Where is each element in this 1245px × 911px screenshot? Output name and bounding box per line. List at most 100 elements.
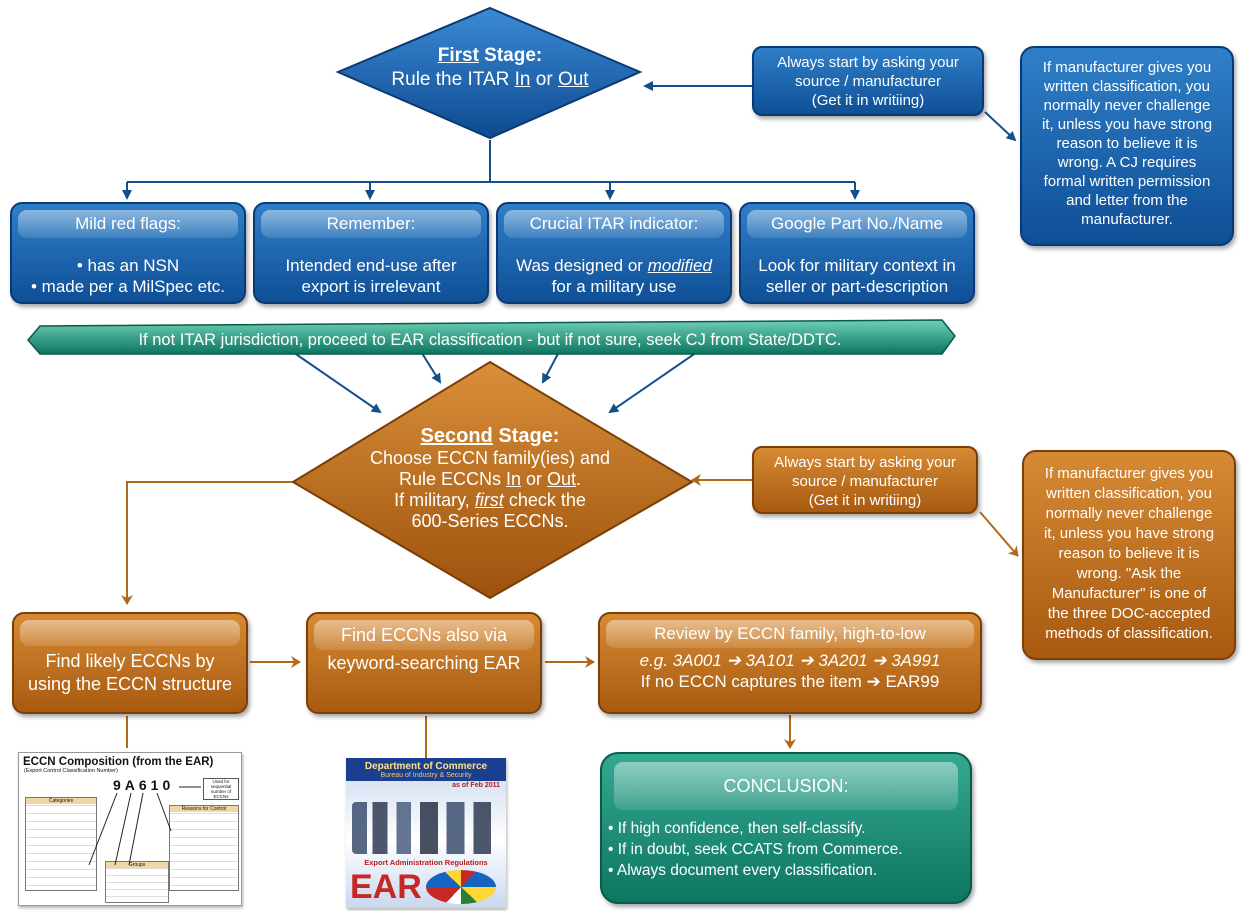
first-source-line2: source / manufacturer xyxy=(795,73,941,90)
first-manufacturer-note: If manufacturer gives you written classi… xyxy=(1020,46,1234,246)
second-stage-out: Out xyxy=(547,469,577,489)
first-note-line9: manufacturer. xyxy=(1081,211,1173,228)
google-title: Google Part No./Name xyxy=(747,210,967,238)
first-note-line3: normally never challenge xyxy=(1043,97,1211,114)
ear-cover-bureau: Bureau of Industry & Security xyxy=(380,772,472,779)
red-flags-line1: • has an NSN xyxy=(76,256,180,275)
second-stage-line4: 600-Series ECCNs. xyxy=(411,511,569,531)
review-box: Review by ECCN family, high-to-low e.g. … xyxy=(598,612,982,714)
remember-box: Remember: Intended end-use after export … xyxy=(253,202,489,304)
first-stage-rule: Rule the ITAR xyxy=(391,69,515,90)
first-stage-connectors xyxy=(122,81,1017,414)
remember-title: Remember: xyxy=(261,210,481,238)
eccn-used-for-box: Used for sequential number of ECCNs xyxy=(203,778,239,800)
eccn-reasons-table: Reasons for Control xyxy=(169,805,239,891)
ear-cover-header: Department of Commerce Bureau of Industr… xyxy=(346,758,506,781)
conclusion-title: CONCLUSION: xyxy=(614,762,958,810)
find-keyword-line1: Find ECCNs also via xyxy=(314,620,534,650)
ear-banner-text: If not ITAR jurisdiction, proceed to EAR… xyxy=(138,331,842,349)
first-stage-label: First Stage: Rule the ITAR In or Out xyxy=(360,44,620,92)
second-source-line1: Always start by asking your xyxy=(774,454,956,471)
eccn-image-title: ECCN Composition (from the EAR) xyxy=(23,756,214,768)
second-stage-label: Second Stage: Choose ECCN family(ies) an… xyxy=(340,424,640,532)
eccn-composition-image: ECCN Composition (from the EAR) (Export … xyxy=(18,752,242,906)
second-source-box: Always start by asking your source / man… xyxy=(752,446,978,514)
first-stage-title-bold: First xyxy=(437,45,479,66)
red-flags-box: Mild red flags: • has an NSN • made per … xyxy=(10,202,246,304)
first-stage-title-rest: Stage: xyxy=(478,45,543,66)
second-stage-connectors xyxy=(121,474,1019,758)
red-flags-line2: • made per a MilSpec etc. xyxy=(31,277,225,296)
crucial-line1-pre: Was designed or xyxy=(516,256,648,275)
eccn-used-for: Used for sequential number of ECCNs xyxy=(210,779,232,799)
review-line1: Review by ECCN family, high-to-low xyxy=(606,620,974,648)
eccn-categories-header: Categories xyxy=(26,798,96,804)
first-note-line6: wrong. A CJ requires xyxy=(1057,154,1197,171)
second-stage-line3-post: check the xyxy=(503,490,586,510)
second-stage-line3-pre: If military, xyxy=(394,490,475,510)
ear-cover-date: as of Feb 2011 xyxy=(452,782,500,789)
second-source-line2: source / manufacturer xyxy=(792,473,938,490)
second-stage-title-bold: Second xyxy=(420,425,493,447)
red-flags-title: Mild red flags: xyxy=(18,210,238,238)
first-source-line3: (Get it in writiing) xyxy=(811,92,925,109)
review-line2: e.g. 3A001 ➔ 3A101 ➔ 3A201 ➔ 3A991 xyxy=(639,651,941,670)
first-stage-out: Out xyxy=(557,69,589,90)
first-note-line2: written classification, you xyxy=(1044,78,1210,95)
conclusion-box: CONCLUSION: • If high confidence, then s… xyxy=(600,752,972,904)
remember-line1: Intended end-use after xyxy=(285,256,457,275)
second-stage-or: or xyxy=(521,469,548,489)
eccn-image-code: 9A610 xyxy=(113,777,175,793)
find-structure-line2: using the ECCN structure xyxy=(27,674,233,694)
ear-cover-regs: Export Administration Regulations xyxy=(364,858,488,867)
find-structure-line1: Find likely ECCNs by xyxy=(45,651,215,671)
second-note-line2: written classification, you xyxy=(1046,485,1212,502)
first-stage-diamond xyxy=(335,6,643,140)
second-stage-line2-pre: Rule ECCNs xyxy=(398,469,506,489)
second-stage-line1: Choose ECCN family(ies) and xyxy=(369,448,611,468)
conclusion-line3: • Always document every classification. xyxy=(608,862,878,879)
first-note-line8: and letter from the xyxy=(1066,192,1188,209)
google-part-box: Google Part No./Name Look for military c… xyxy=(739,202,975,304)
ear-cover-dept: Department of Commerce xyxy=(364,761,488,772)
first-stage-or: or xyxy=(530,69,558,90)
eccn-image-subtitle: (Export Control Classification Number) xyxy=(24,768,118,774)
first-source-box: Always start by asking your source / man… xyxy=(752,46,984,116)
second-manufacturer-note: If manufacturer gives you written classi… xyxy=(1022,450,1236,660)
second-note-line8: the three DOC-accepted xyxy=(1047,605,1211,622)
first-note-line7: formal written permission xyxy=(1043,173,1211,190)
eccn-pointer-lines xyxy=(88,786,201,866)
second-stage-in: In xyxy=(505,469,521,489)
ear-cover-people xyxy=(352,802,500,854)
ear-cover-title: EAR xyxy=(350,868,422,906)
crucial-title: Crucial ITAR indicator: xyxy=(504,210,724,238)
second-note-line4: it, unless you have strong xyxy=(1043,525,1215,542)
first-note-line4: it, unless you have strong xyxy=(1041,116,1213,133)
second-source-line3: (Get it in writiing) xyxy=(808,492,922,509)
ear-cover-image: Department of Commerce Bureau of Industr… xyxy=(346,758,506,908)
second-stage-diamond xyxy=(291,360,694,600)
eccn-reasons-header: Reasons for Control xyxy=(170,806,238,812)
ear-cover-flags xyxy=(426,870,496,904)
second-stage-title-rest: Stage: xyxy=(492,425,560,447)
crucial-line1-em: modified xyxy=(647,256,712,275)
second-note-line6: wrong. "Ask the xyxy=(1076,565,1182,582)
crucial-line2: for a military use xyxy=(551,277,677,296)
google-line1: Look for military context in xyxy=(758,256,956,275)
find-structure-box: Find likely ECCNs by using the ECCN stru… xyxy=(12,612,248,714)
find-keyword-line2: keyword-searching EAR xyxy=(327,653,521,673)
second-note-line5: reason to believe it is xyxy=(1058,545,1200,562)
second-stage-line3-em: first xyxy=(474,490,504,510)
first-note-line5: reason to believe it is xyxy=(1056,135,1198,152)
conclusion-line2: • If in doubt, seek CCATS from Commerce. xyxy=(608,841,903,858)
second-note-line9: methods of classification. xyxy=(1045,625,1213,642)
second-note-line1: If manufacturer gives you xyxy=(1044,465,1214,482)
ear-banner-shape xyxy=(27,319,956,355)
google-line2: seller or part-description xyxy=(765,277,949,296)
find-keyword-box: Find ECCNs also via keyword-searching EA… xyxy=(306,612,542,714)
eccn-groups-table: Groups xyxy=(105,861,169,903)
review-line3: If no ECCN captures the item ➔ EAR99 xyxy=(640,672,940,691)
crucial-itar-box: Crucial ITAR indicator: Was designed or … xyxy=(496,202,732,304)
first-note-line1: If manufacturer gives you xyxy=(1042,59,1212,76)
